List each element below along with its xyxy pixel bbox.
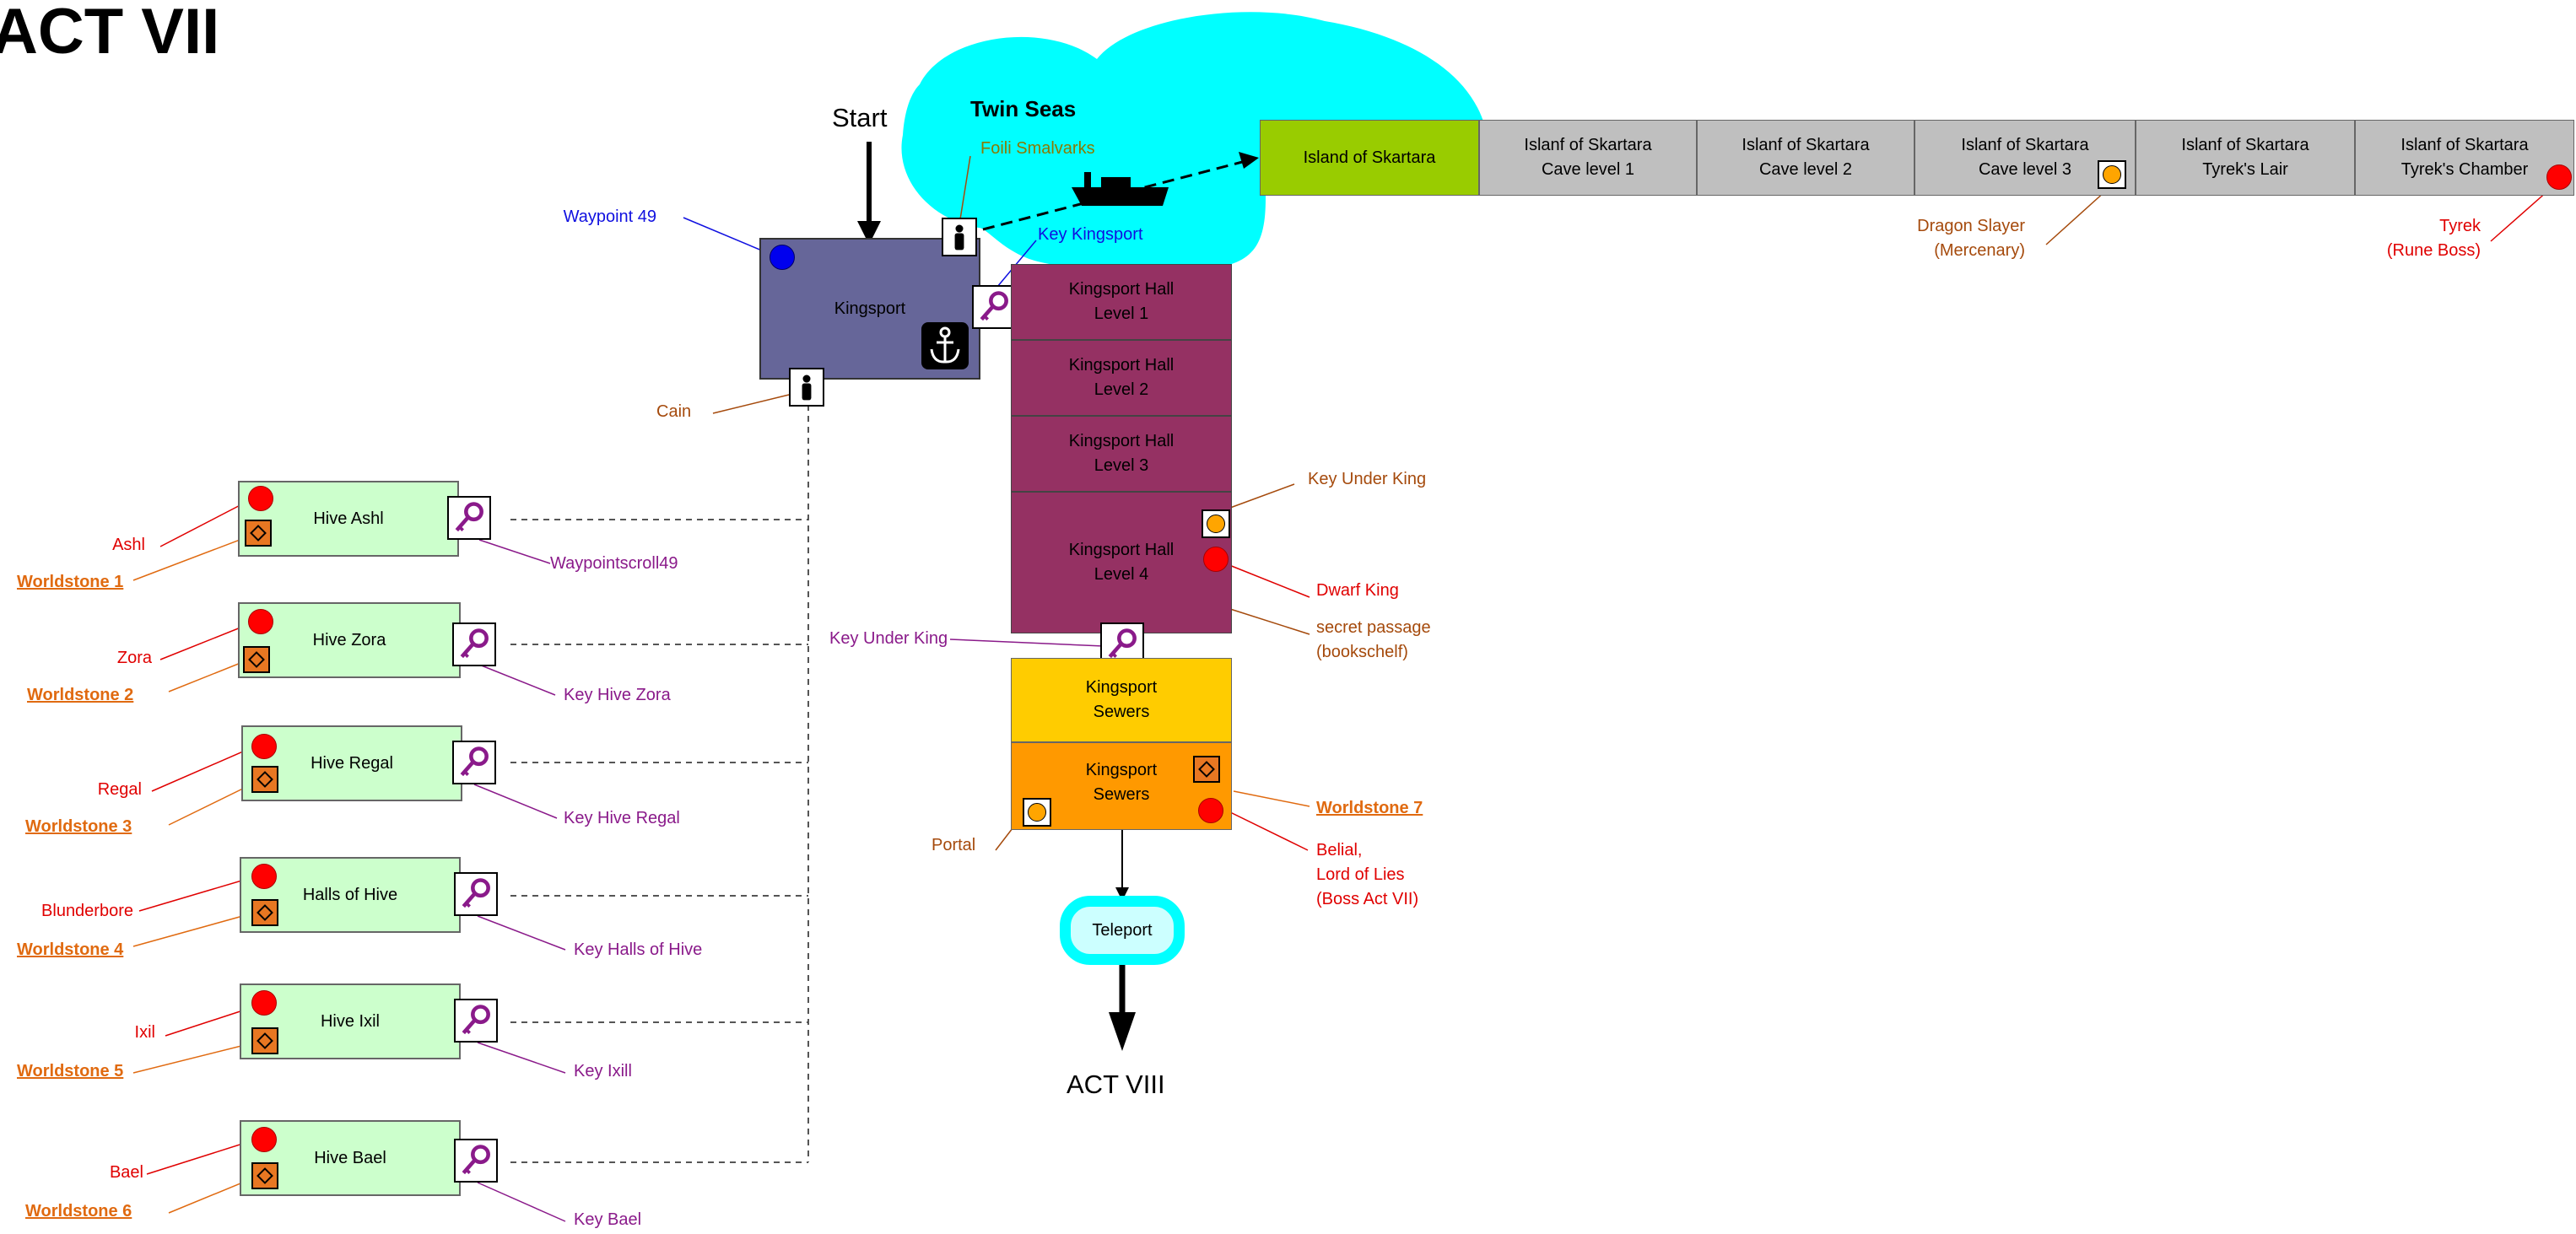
key-hive-regal-label: Key Hive Regal (564, 809, 680, 827)
island-tyreks-lair[interactable]: Islanf of Skartara Tyrek's Lair (2136, 120, 2355, 196)
waypoint-49-label: Waypoint 49 (563, 207, 656, 226)
teleport-node[interactable]: Teleport (1060, 896, 1185, 965)
hive-zora-boss-marker (248, 609, 273, 634)
hive-ixil-boss-marker (251, 990, 277, 1016)
halls-of-hive-boss-marker (251, 864, 277, 889)
waypointscroll49-label: Waypointscroll49 (550, 554, 678, 573)
cain-npc-icon (789, 368, 824, 407)
island-tyreks-chamber[interactable]: Islanf of Skartara Tyrek's Chamber (2355, 120, 2574, 196)
foili-npc-icon (942, 218, 977, 256)
kingsport-hall-level-4[interactable]: Kingsport Hall Level 4 (1011, 492, 1232, 633)
key-under-king-label: Key Under King (829, 629, 948, 648)
regal-label: Regal (97, 780, 142, 799)
worldstone-1-icon (245, 520, 272, 547)
hive-ashl-boss-marker (248, 486, 273, 511)
waypoint-marker (770, 245, 795, 270)
kingsport-hall-level-2[interactable]: Kingsport Hall Level 2 (1011, 340, 1232, 416)
key-hive-zora-label: Key Hive Zora (564, 686, 671, 704)
worldstone-2-icon (243, 646, 270, 673)
hive-bael-key-icon (454, 1139, 498, 1183)
hive-regal-boss-marker (251, 734, 277, 759)
secret-passage-label: secret passage (bookschelf) (1316, 618, 1431, 661)
key-halls-of-hive-label: Key Halls of Hive (574, 940, 703, 959)
worldstone-7-label[interactable]: Worldstone 7 (1316, 799, 1423, 817)
dwarf-king-marker (1203, 547, 1229, 572)
worldstone-1-label[interactable]: Worldstone 1 (17, 573, 124, 591)
key-kingsport-icon (972, 285, 1016, 329)
mercenary-coin-icon (2098, 160, 2126, 189)
worldstone-6-label[interactable]: Worldstone 6 (25, 1202, 132, 1221)
kingsport-hall-level-3[interactable]: Kingsport Hall Level 3 (1011, 416, 1232, 492)
portal-coin-icon (1023, 798, 1051, 827)
island-cave-level-1[interactable]: Islanf of Skartara Cave level 1 (1479, 120, 1697, 196)
key-bael-label: Key Bael (574, 1210, 642, 1229)
worldstone-3-label[interactable]: Worldstone 3 (25, 817, 132, 836)
kingsport-hall-level-1[interactable]: Kingsport Hall Level 1 (1011, 264, 1232, 340)
bael-label: Bael (109, 1163, 143, 1182)
start-label: Start (832, 103, 888, 132)
worldstone-6-icon (251, 1162, 278, 1189)
ashl-label: Ashl (112, 536, 145, 554)
foili-smalvarks-label: Foili Smalvarks (980, 139, 1095, 158)
worldstone-5-icon (251, 1027, 278, 1054)
blunderbore-label: Blunderbore (41, 902, 133, 920)
portal-label: Portal (932, 836, 976, 854)
key-ixill-label: Key Ixill (574, 1062, 632, 1080)
hive-ashl[interactable]: Hive Ashl (238, 481, 459, 557)
hive-regal-key-icon (452, 741, 496, 784)
worldstone-5-label[interactable]: Worldstone 5 (17, 1062, 124, 1080)
tyrek-boss-marker (2546, 164, 2572, 190)
belial-label: Belial, Lord of Lies (Boss Act VII) (1316, 841, 1419, 908)
zora-label: Zora (116, 649, 152, 667)
hive-zora[interactable]: Hive Zora (238, 602, 461, 678)
worldstone-4-icon (251, 899, 278, 926)
twin-seas-label: Twin Seas (970, 96, 1077, 121)
key-kingsport-label: Key Kingsport (1038, 225, 1143, 244)
act-viii-label[interactable]: ACT VIII (1067, 1070, 1165, 1099)
hive-bael-boss-marker (251, 1127, 277, 1152)
cain-label: Cain (656, 402, 692, 421)
hive-ixil-key-icon (454, 999, 498, 1043)
worldstone-2-label[interactable]: Worldstone 2 (27, 686, 134, 704)
hive-zora-key-icon (452, 622, 496, 666)
belial-boss-marker (1198, 798, 1223, 823)
act-title: ACT VII (0, 0, 220, 67)
kingsport-sewers-upper[interactable]: Kingsport Sewers (1011, 658, 1232, 742)
tyrek-label: Tyrek (Rune Boss) (2386, 217, 2481, 260)
dragon-slayer-label: Dragon Slayer (Mercenary) (1917, 217, 2025, 260)
hive-ashl-key-icon (447, 496, 491, 540)
ixil-label: Ixil (134, 1023, 155, 1042)
key-under-king-drop-label: Key Under King (1308, 470, 1427, 488)
boat-icon (1072, 187, 1169, 206)
worldstone-3-icon (251, 766, 278, 793)
key-under-king-coin-icon (1202, 509, 1230, 538)
island-of-skartara[interactable]: Island of Skartara (1260, 120, 1479, 196)
dwarf-king-label: Dwarf King (1316, 581, 1399, 600)
worldstone-4-label[interactable]: Worldstone 4 (17, 940, 124, 959)
island-cave-level-2[interactable]: Islanf of Skartara Cave level 2 (1697, 120, 1914, 196)
halls-of-hive-key-icon (454, 872, 498, 916)
anchor-icon (921, 322, 969, 369)
worldstone-7-icon (1193, 756, 1220, 783)
island-cave-level-3[interactable]: Islanf of Skartara Cave level 3 (1914, 120, 2136, 196)
